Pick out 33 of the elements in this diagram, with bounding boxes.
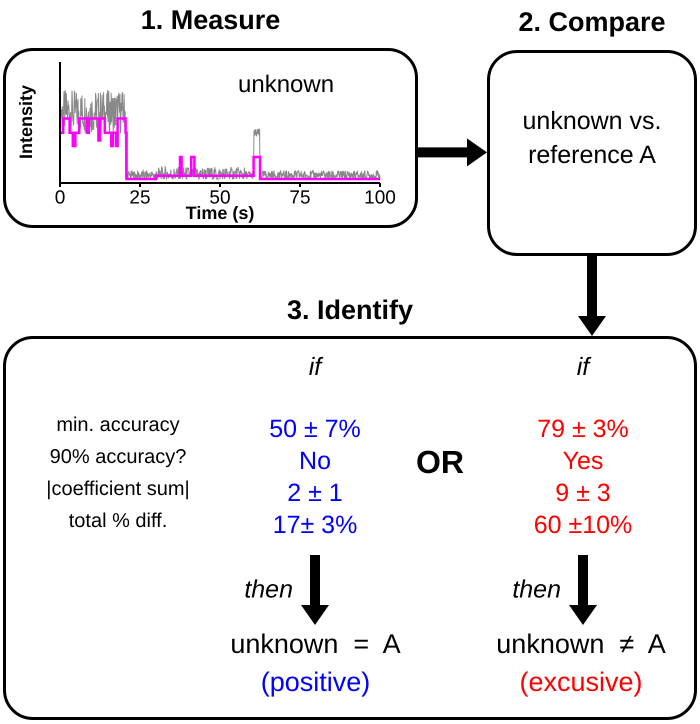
criterion-name: total % diff. xyxy=(68,511,168,531)
condition-word: if xyxy=(576,352,590,383)
criterion-value: 17± 3% xyxy=(272,510,358,541)
arrow xyxy=(418,138,487,166)
tick-label: 75 xyxy=(289,188,311,208)
condition-word: if xyxy=(308,352,322,383)
criterion-name: |coefficient sum| xyxy=(46,479,190,499)
step-heading: 2. Compare xyxy=(518,7,666,38)
result-equation: unknown ≠ A xyxy=(496,628,666,661)
tick-label: 25 xyxy=(129,188,151,208)
arrow xyxy=(301,555,329,625)
tick-label: 0 xyxy=(54,188,66,208)
step-heading: 3. Identify xyxy=(286,295,414,326)
or-text: OR xyxy=(416,446,464,478)
plot-title: unknown xyxy=(238,71,334,99)
criterion-value: No xyxy=(299,446,331,477)
criterion-value: 2 ± 1 xyxy=(287,478,343,509)
criterion-name: 90% accuracy? xyxy=(50,447,186,467)
criterion-name: min. accuracy xyxy=(56,415,180,435)
arrow xyxy=(578,256,606,336)
criterion-value: 79 ± 3% xyxy=(537,414,629,445)
result-equation: unknown = A xyxy=(230,628,401,661)
criterion-value: 9 ± 3 xyxy=(555,478,611,509)
step-heading: 1. Measure xyxy=(140,5,280,36)
result-class: (positive) xyxy=(260,666,370,699)
result-class: (excusive) xyxy=(519,666,643,699)
criterion-value: 60 ±10% xyxy=(534,510,632,541)
arrow xyxy=(569,555,597,625)
criterion-value: 50 ± 7% xyxy=(269,414,361,445)
criterion-value: Yes xyxy=(562,446,604,477)
comparison-text: unknown vs. reference A xyxy=(522,106,662,171)
axis-title: Intensity xyxy=(17,85,35,159)
tick-label: 100 xyxy=(364,188,396,208)
